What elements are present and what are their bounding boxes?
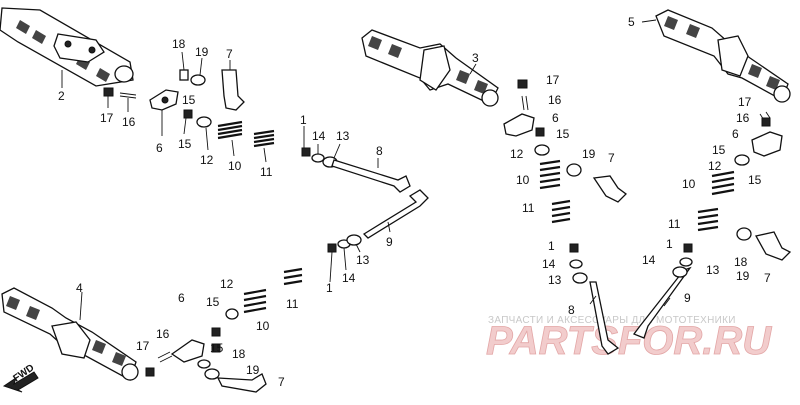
callout-8-a: 8 xyxy=(376,144,383,158)
callout-10-b: 10 xyxy=(516,173,530,187)
callout-15-d: 15 xyxy=(712,143,726,157)
callout-17-b: 17 xyxy=(546,73,560,87)
callout-12-d: 12 xyxy=(220,277,234,291)
callout-7-c: 7 xyxy=(764,271,771,285)
callout-14-c: 14 xyxy=(642,253,656,267)
callout-18-c: 18 xyxy=(232,347,246,361)
callout-1-d: 1 xyxy=(326,281,333,295)
callout-11-d: 11 xyxy=(286,297,299,311)
callout-10-c: 10 xyxy=(682,177,696,191)
watermark-tagline: ЗАПЧАСТИ И АКСЕССУАРЫ ДЛЯ МОТОТЕХНИКИ xyxy=(488,315,736,326)
camshaft-5 xyxy=(655,9,791,103)
callout-15-e: 15 xyxy=(748,173,762,187)
callout-11-c: 11 xyxy=(668,217,681,231)
callout-15-c: 15 xyxy=(556,127,570,141)
callout-13-a: 13 xyxy=(336,129,350,143)
callout-13-b: 13 xyxy=(548,273,562,287)
callout-7-a: 7 xyxy=(226,47,233,61)
callout-6-b: 6 xyxy=(552,111,559,125)
callout-15-a: 15 xyxy=(182,93,196,107)
callout-1-a: 1 xyxy=(300,113,307,127)
callout-15-b: 15 xyxy=(178,137,192,151)
callout-10-a: 10 xyxy=(228,159,242,173)
valve-parts-right xyxy=(672,111,792,278)
callout-16-d: 16 xyxy=(156,327,170,341)
callout-12-a: 12 xyxy=(200,153,214,167)
callout-11-b: 11 xyxy=(522,201,535,215)
callout-10-d: 10 xyxy=(256,319,270,333)
watermark-logo: PARTSFOR.RU xyxy=(486,319,772,363)
callout-1-c: 1 xyxy=(666,237,673,251)
callout-16-b: 16 xyxy=(548,93,562,107)
callout-13-c: 13 xyxy=(706,263,720,277)
callout-9-b: 9 xyxy=(684,291,691,305)
camshaft-3 xyxy=(361,29,499,107)
callout-14-b: 14 xyxy=(542,257,556,271)
callout-13-d: 13 xyxy=(356,253,370,267)
callouts: 18 19 7 2 17 16 15 15 6 12 10 11 1 14 13… xyxy=(58,15,771,389)
callout-5: 5 xyxy=(628,15,635,29)
callout-16-c: 16 xyxy=(736,111,750,125)
callout-19-d: 19 xyxy=(246,363,260,377)
callout-4: 4 xyxy=(76,281,83,295)
watermark: ЗАПЧАСТИ И АКСЕССУАРЫ ДЛЯ МОТОТЕХНИКИ PA… xyxy=(486,315,773,363)
callout-17-a: 17 xyxy=(100,111,114,125)
callout-19-b: 19 xyxy=(582,147,596,161)
fwd-arrow: FWD xyxy=(2,362,39,393)
callout-6-c: 6 xyxy=(732,127,739,141)
callout-2: 2 xyxy=(58,89,65,103)
callout-19-a: 19 xyxy=(195,45,209,59)
callout-14-d: 14 xyxy=(342,271,356,285)
callout-8-b: 8 xyxy=(568,303,575,317)
callout-7-b: 7 xyxy=(608,151,615,165)
camshaft-2 xyxy=(0,7,134,87)
callout-3: 3 xyxy=(472,51,479,65)
callout-18-a: 18 xyxy=(172,37,186,51)
leader-lines xyxy=(61,19,671,321)
camshaft-4 xyxy=(1,287,139,381)
callout-15-g: 15 xyxy=(210,341,224,355)
callout-7-d: 7 xyxy=(278,375,285,389)
callout-1-b: 1 xyxy=(548,239,555,253)
callout-18-b: 18 xyxy=(734,255,748,269)
callout-12-b: 12 xyxy=(510,147,524,161)
callout-12-c: 12 xyxy=(708,159,722,173)
callout-17-c: 17 xyxy=(738,95,752,109)
callout-19-c: 19 xyxy=(736,269,750,283)
callout-16-a: 16 xyxy=(122,115,136,129)
callout-6-a: 6 xyxy=(156,141,163,155)
callout-9-a: 9 xyxy=(386,235,393,249)
valve-parts-middle xyxy=(503,79,692,355)
callout-14-a: 14 xyxy=(312,129,326,143)
valve-parts-bottom-left xyxy=(145,267,303,393)
callout-11-a: 11 xyxy=(260,165,273,179)
valve-parts-top-left xyxy=(103,69,429,239)
callout-6-d: 6 xyxy=(178,291,185,305)
callout-15-f: 15 xyxy=(206,295,220,309)
callout-17-d: 17 xyxy=(136,339,150,353)
valve-parts-center xyxy=(327,234,362,253)
